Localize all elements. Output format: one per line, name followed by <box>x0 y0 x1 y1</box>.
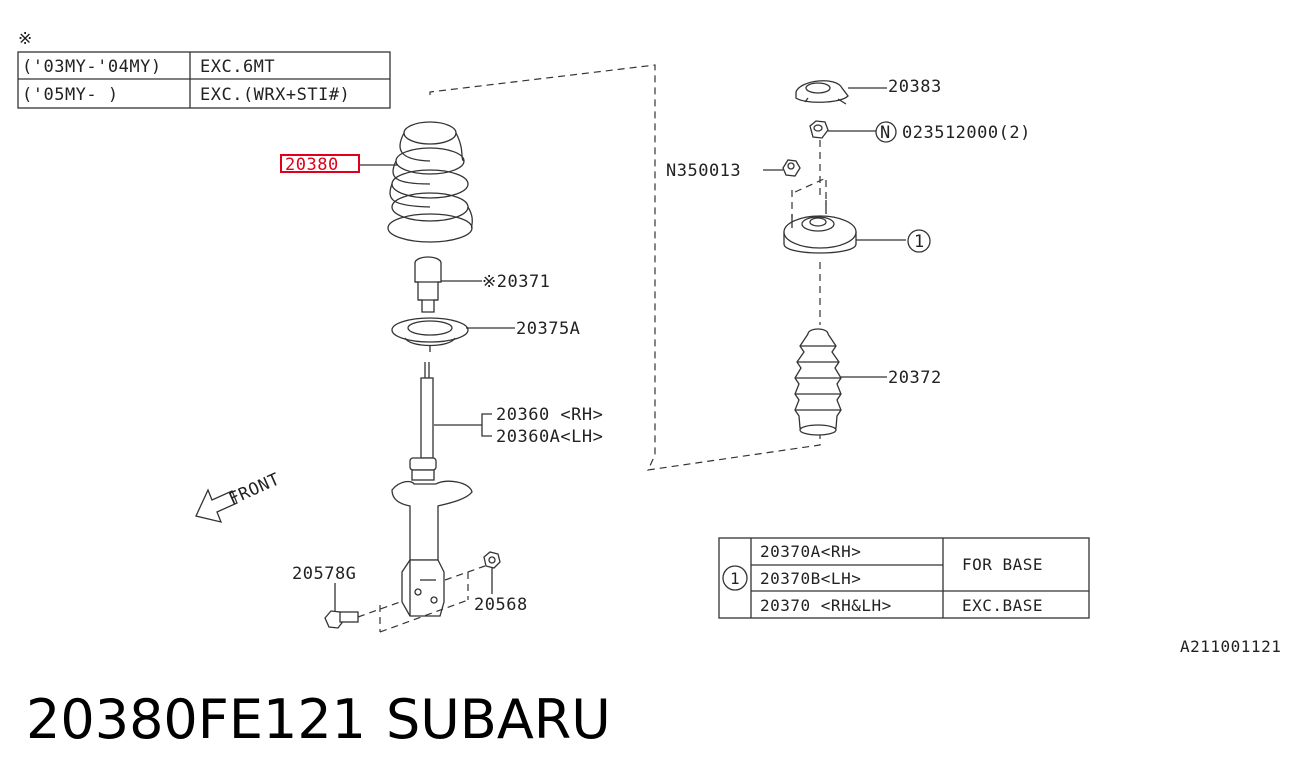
callout-20380: 20380 <box>285 155 339 175</box>
cap-drawing <box>795 80 849 105</box>
callout-nut-lower: 20568 <box>474 568 528 615</box>
callout-20578G: 20578G <box>292 564 356 584</box>
note-row-1-condition: EXC.6MT <box>200 57 275 77</box>
callout-bolt: 20578G <box>292 564 356 611</box>
ref-row-3-part: 20370 <RH&LH> <box>760 596 892 615</box>
footer-part-number: 20380FE121 <box>26 688 366 751</box>
upper-nut-drawing <box>809 120 829 139</box>
ref-table-index: 1 <box>730 569 740 588</box>
callout-strut: 20360 <RH> 20360A<LH> <box>434 405 603 447</box>
note-row-1-years: ('03MY-'04MY) <box>22 57 162 77</box>
callout-N350013: N350013 <box>666 161 741 181</box>
callout-20360-rh: 20360 <RH> <box>496 405 603 425</box>
callout-coil-spring: 20380 <box>280 154 398 175</box>
ref-row-2-part: 20370B<LH> <box>760 569 861 588</box>
front-label: FRONT <box>226 469 283 509</box>
callout-nut-upper: N 023512000(2) <box>828 121 1031 143</box>
callout-023512000: 023512000(2) <box>902 123 1031 143</box>
callout-nut-upper-mark: N <box>880 123 891 143</box>
callout-20383: 20383 <box>888 77 942 97</box>
knuckle-bolt-drawing <box>324 551 501 633</box>
diagram-code: A211001121 <box>1180 637 1281 656</box>
front-arrow: FRONT <box>195 469 283 523</box>
callout-20372: 20372 <box>888 368 942 388</box>
callout-20568: 20568 <box>474 595 528 615</box>
note-table: ※ ('03MY-'04MY) EXC.6MT ('05MY- ) EXC.(W… <box>17 29 391 109</box>
strut-mount-drawing <box>783 200 857 254</box>
callout-mount: 1 <box>856 229 931 253</box>
small-nut-drawing <box>782 159 801 177</box>
callout-boot: 20372 <box>841 368 942 388</box>
ref-table: 1 20370A<RH> 20370B<LH> 20370 <RH&LH> FO… <box>718 537 1090 619</box>
dust-boot-drawing <box>794 328 842 436</box>
ref-row-1-part: 20370A<RH> <box>760 542 861 561</box>
spring-seat-drawing <box>391 317 469 352</box>
note-row-2-years: ('05MY- ) <box>22 85 119 105</box>
highlight-box <box>280 154 360 173</box>
callout-helper: ※20371 <box>441 272 550 292</box>
ref-row-3-note: EXC.BASE <box>962 596 1043 615</box>
note-row-2-condition: EXC.(WRX+STI#) <box>200 85 350 105</box>
footer-brand: SUBARU <box>386 688 611 751</box>
callout-spring-seat: 20375A <box>466 319 580 339</box>
callout-20371: ※20371 <box>482 272 550 292</box>
callout-ref-1: 1 <box>914 232 925 252</box>
coil-spring-drawing <box>387 121 473 243</box>
callout-20360A-lh: 20360A<LH> <box>496 427 603 447</box>
bump-stop-drawing <box>414 256 442 313</box>
exploded-outline <box>429 64 827 471</box>
note-mark: ※ <box>18 29 33 49</box>
ref-row-1-note: FOR BASE <box>962 555 1043 574</box>
callout-20375A: 20375A <box>516 319 580 339</box>
strut-drawing <box>391 362 473 617</box>
callout-small-nut: N350013 <box>666 161 783 181</box>
callout-cap: 20383 <box>848 77 942 97</box>
